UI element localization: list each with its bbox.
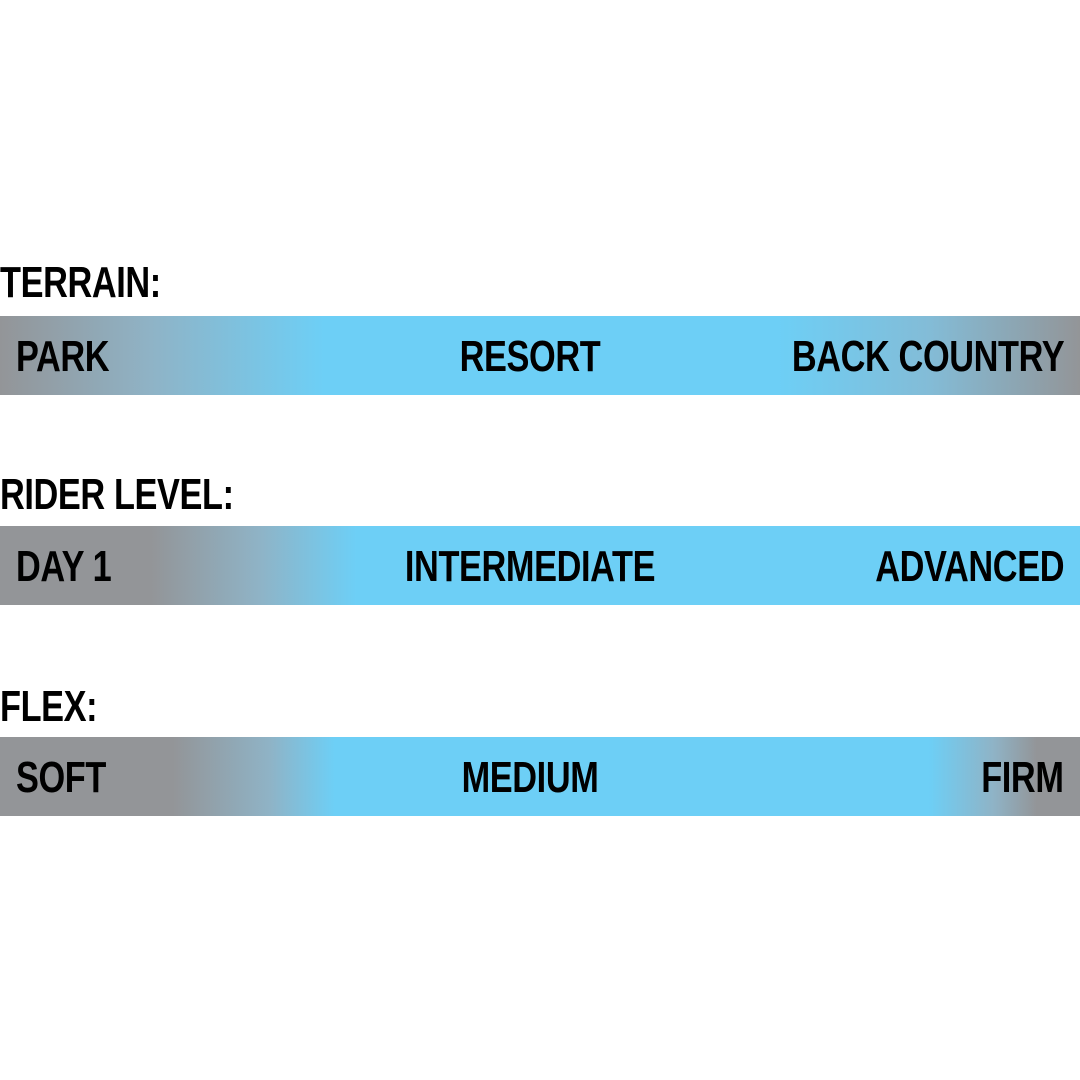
flex-left-label: SOFT [16, 753, 106, 802]
rider-level-title: RIDER LEVEL: [0, 470, 234, 519]
rider-level-scale-bar: DAY 1 INTERMEDIATE ADVANCED [0, 526, 1080, 605]
rider-level-left-label: DAY 1 [16, 542, 112, 591]
flex-title: FLEX: [0, 682, 98, 731]
terrain-scale-bar: PARK RESORT BACK COUNTRY [0, 316, 1080, 395]
rider-level-right-label: ADVANCED [875, 542, 1064, 591]
terrain-center-label: RESORT [459, 332, 601, 381]
flex-scale-bar: SOFT MEDIUM FIRM [0, 737, 1080, 816]
terrain-left-label: PARK [16, 332, 110, 381]
rider-level-center-label: INTERMEDIATE [404, 542, 656, 591]
flex-center-label: MEDIUM [461, 753, 599, 802]
flex-right-label: FIRM [981, 753, 1065, 802]
terrain-title: TERRAIN: [0, 258, 161, 307]
terrain-right-label: BACK COUNTRY [791, 332, 1065, 381]
